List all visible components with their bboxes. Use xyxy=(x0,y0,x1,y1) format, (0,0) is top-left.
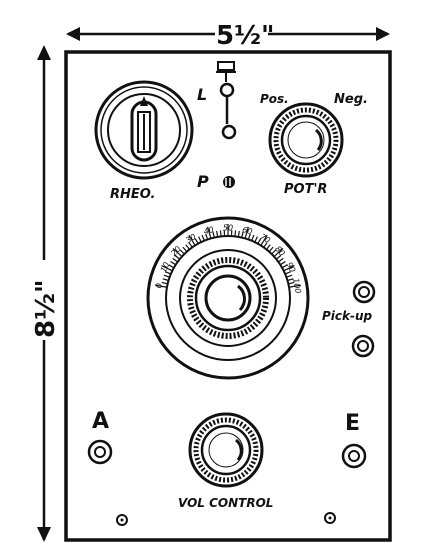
dial-scale-number: 10 xyxy=(159,261,172,274)
dial-tick xyxy=(278,257,284,263)
dial-tick xyxy=(170,261,176,266)
dial-tick-marks xyxy=(155,224,301,288)
dial-tick xyxy=(194,238,199,244)
dial-scale-number: 30 xyxy=(184,232,197,245)
dial-tick xyxy=(275,254,282,260)
rheo-label: RHEO. xyxy=(110,187,155,202)
dial-tick xyxy=(161,281,168,285)
dial-tick xyxy=(161,265,173,272)
pickup-terminal-2 xyxy=(351,334,375,358)
p-label: P xyxy=(197,172,209,191)
width-label: 5½" xyxy=(216,21,275,51)
height-dimension: 8½" xyxy=(31,45,61,542)
dial-tick xyxy=(268,246,274,253)
dial-scale-number: 60 xyxy=(241,225,253,236)
dial-tick xyxy=(257,238,262,244)
dial-scale-number: 90 xyxy=(285,261,298,274)
height-label: 8½" xyxy=(31,279,61,338)
dial-tick xyxy=(198,236,202,243)
panel-outline xyxy=(64,50,392,542)
dial-scale-number: 40 xyxy=(203,225,215,236)
dial-tick xyxy=(155,284,168,288)
dial-tick xyxy=(219,230,222,237)
dial-tick xyxy=(185,244,190,250)
dial-tick xyxy=(263,242,268,248)
dial-tick xyxy=(251,234,255,241)
dial-scale-number: 0 xyxy=(154,283,164,290)
l-label: L xyxy=(197,85,207,104)
dial-tick xyxy=(286,274,293,278)
dial-tick xyxy=(260,234,268,246)
dial-tick xyxy=(271,249,277,255)
rheostat-knob xyxy=(94,80,194,180)
a-terminal xyxy=(87,439,113,465)
dial-tick xyxy=(273,248,284,257)
e-terminal xyxy=(341,443,367,469)
dial-tick xyxy=(283,265,295,272)
dial-tick xyxy=(237,230,240,237)
width-dimension: 5½" xyxy=(66,21,390,51)
dial-tick xyxy=(288,284,301,288)
p-terminal xyxy=(223,176,235,188)
dial-tick xyxy=(241,231,244,238)
dial-tick xyxy=(254,236,258,243)
dial-scale-number: 100 xyxy=(291,278,303,295)
e-label: E xyxy=(345,411,360,436)
dial-tick xyxy=(201,234,205,241)
dial-tick xyxy=(179,249,185,255)
dial-tick xyxy=(207,226,212,239)
mounting-screw-right xyxy=(324,512,336,524)
dial-tick xyxy=(280,261,286,266)
dial-scale-number: 70 xyxy=(258,232,271,245)
dial-tick xyxy=(216,230,219,237)
dial-tick xyxy=(288,281,295,285)
dial-tick xyxy=(168,264,175,269)
dial-tick xyxy=(244,226,249,239)
pickup-terminal-1 xyxy=(352,280,376,304)
pickup-label: Pick-up xyxy=(322,309,373,323)
dial-tick xyxy=(188,234,196,246)
dial-tick xyxy=(188,242,193,248)
potr-label: POT'R xyxy=(284,182,327,197)
dial-tick xyxy=(287,278,294,282)
mounting-screw-left xyxy=(116,514,128,526)
dial-tick xyxy=(162,278,169,282)
dial-tick xyxy=(165,271,172,275)
potentiometer-knob xyxy=(268,102,344,178)
dial-tick xyxy=(247,233,251,240)
pos-label: Pos. xyxy=(260,92,289,106)
dial-tick xyxy=(266,244,271,250)
dial-tick xyxy=(284,271,291,275)
dial-tick xyxy=(212,231,215,238)
dial-tick xyxy=(172,257,178,263)
dial-tick xyxy=(174,254,181,260)
dial-scale-number: 50 xyxy=(223,224,233,233)
dial-tick xyxy=(234,230,237,237)
vol-control-label: VOL CONTROL xyxy=(178,496,273,510)
volume-control-knob xyxy=(188,412,264,488)
l-switch xyxy=(216,61,237,140)
dial-tick xyxy=(163,274,170,278)
neg-label: Neg. xyxy=(334,92,368,107)
dial-tick xyxy=(172,248,183,257)
dial-tick xyxy=(182,246,188,253)
dial-tick xyxy=(281,264,288,269)
dial-tick xyxy=(205,233,209,240)
a-label: A xyxy=(92,409,109,434)
